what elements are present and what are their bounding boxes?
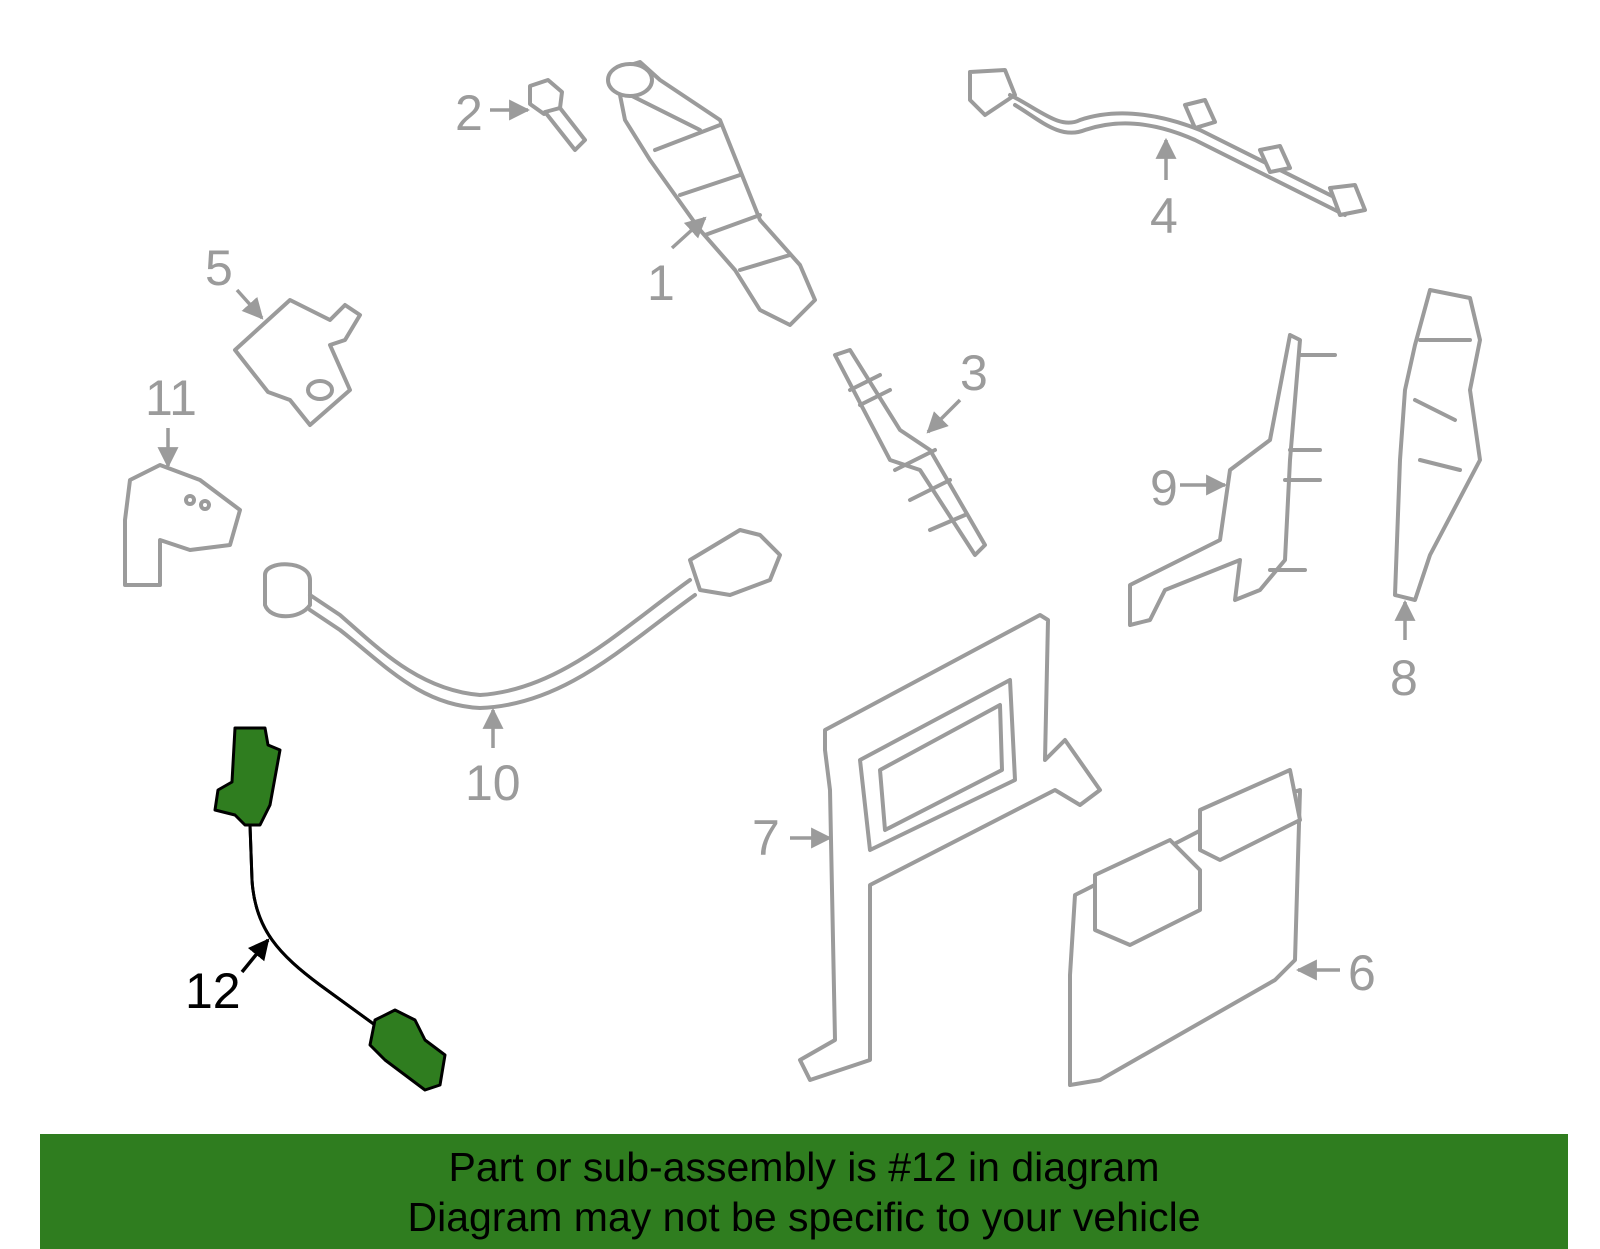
callout-5[interactable]: 5 [205, 240, 233, 296]
part-7-ecu-bracket[interactable] [798, 613, 1102, 1082]
callout-6[interactable]: 6 [1348, 945, 1376, 1001]
callout-3-leader [926, 398, 962, 434]
callout-12-leader [240, 938, 270, 974]
callout-12[interactable]: 12 [185, 963, 241, 1019]
callout-10[interactable]: 10 [465, 755, 521, 811]
part-2-bolt[interactable] [528, 78, 587, 152]
part-1-ignition-coil[interactable] [606, 60, 817, 327]
banner-line-1: Part or sub-assembly is #12 in diagram [448, 1144, 1160, 1190]
callout-11[interactable]: 11 [145, 370, 197, 426]
callout-5-leader [235, 288, 264, 320]
callout-3[interactable]: 3 [960, 345, 988, 401]
part-11-position-sensor[interactable] [123, 463, 242, 587]
part-4-wiring-harness[interactable] [968, 68, 1367, 217]
part-6-ecu[interactable] [1068, 768, 1302, 1087]
callout-4[interactable]: 4 [1150, 188, 1178, 244]
callout-7[interactable]: 7 [752, 810, 780, 866]
part-5-sensor[interactable] [233, 298, 362, 427]
part-3-spark-plug[interactable] [833, 348, 987, 557]
callout-9[interactable]: 9 [1150, 460, 1178, 516]
callout-1[interactable]: 1 [647, 255, 675, 311]
callout-1-leader [670, 216, 707, 250]
parts-diagram: 1 2 3 4 5 11 10 [123, 60, 1482, 1092]
part-8-cover[interactable] [1393, 288, 1482, 602]
callout-8[interactable]: 8 [1390, 650, 1418, 706]
banner-line-2: Diagram may not be specific to your vehi… [407, 1194, 1201, 1240]
callout-2[interactable]: 2 [455, 85, 483, 141]
part-10-knock-sensor[interactable] [263, 528, 782, 710]
part-12-selected-sensor[interactable] [213, 726, 447, 1092]
info-banner: Part or sub-assembly is #12 in diagram D… [40, 1134, 1568, 1249]
